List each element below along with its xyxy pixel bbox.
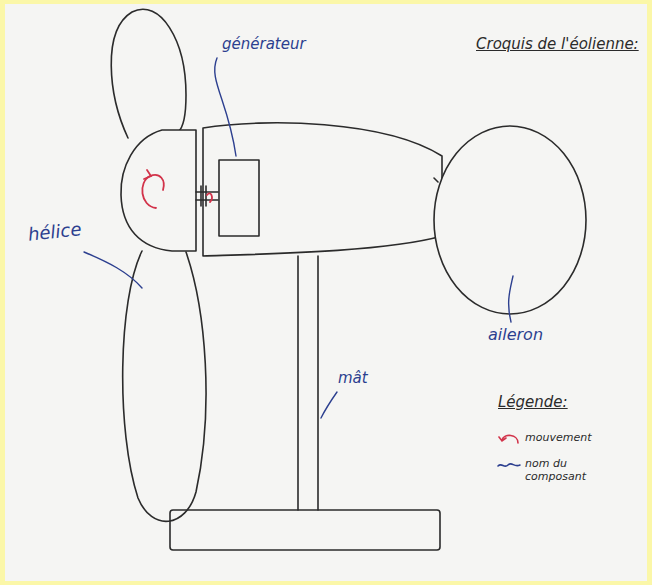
name-sample <box>496 458 522 472</box>
leader-line <box>509 276 513 322</box>
legend-text: nom du composant <box>525 458 603 483</box>
part-label: aileron <box>488 326 543 344</box>
leader-line <box>84 252 142 288</box>
legend-text: mouvement <box>525 432 603 445</box>
aileron-joint <box>434 178 438 182</box>
movement-sample <box>496 432 522 446</box>
leader-line <box>321 392 337 418</box>
shaft <box>196 186 218 206</box>
top-blade <box>111 9 186 138</box>
aileron <box>434 126 586 314</box>
nacelle <box>203 123 442 256</box>
legend-item: nom du composant <box>496 458 603 483</box>
shaft-rotation <box>207 193 212 202</box>
part-label: mât <box>338 370 368 387</box>
bottom-blade <box>123 251 206 521</box>
hub <box>121 130 196 251</box>
legend-item: mouvement <box>496 432 603 446</box>
mast <box>298 256 318 510</box>
base <box>170 510 440 550</box>
generator <box>219 160 259 236</box>
rotation-arrow <box>142 175 163 208</box>
legend-title: Légende: <box>498 394 568 411</box>
arrowhead <box>144 170 151 179</box>
sketch-title: Croquis de l'éolienne: <box>476 36 639 53</box>
leader-line <box>215 58 236 156</box>
part-label: générateur <box>222 36 306 53</box>
